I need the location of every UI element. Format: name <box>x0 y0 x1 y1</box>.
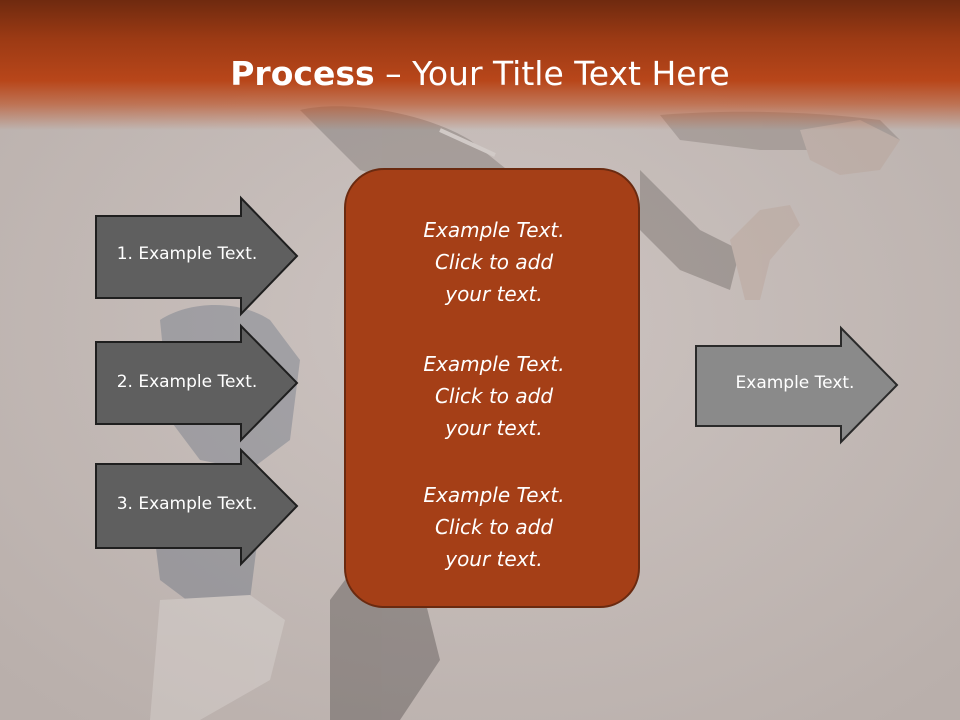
center-line: Click to add <box>434 384 554 408</box>
center-line: Click to add <box>434 515 554 539</box>
left-arrow-label: 3. Example Text. <box>116 494 258 514</box>
right-arrow-label: Example Text. <box>735 373 855 393</box>
left-arrow-1[interactable]: 1. Example Text. <box>95 195 299 317</box>
arrow-right-shape <box>95 447 299 567</box>
slide-title[interactable]: Process – Your Title Text Here <box>0 52 960 96</box>
center-line: your text. <box>445 416 543 440</box>
center-text-block-2: Example Text. Click to add your text. <box>346 348 642 444</box>
arrow-right-shape <box>695 325 899 445</box>
left-arrow-label: 2. Example Text. <box>116 372 258 392</box>
title-bar <box>0 0 960 130</box>
center-text-block-3: Example Text. Click to add your text. <box>346 479 642 575</box>
center-line: Example Text. <box>423 352 565 376</box>
arrow-right-shape <box>95 195 299 317</box>
center-text-block-1: Example Text. Click to add your text. <box>346 214 642 310</box>
center-line: your text. <box>445 547 543 571</box>
left-arrow-2[interactable]: 2. Example Text. <box>95 323 299 443</box>
right-arrow[interactable]: Example Text. <box>695 325 899 445</box>
center-line: Click to add <box>434 250 554 274</box>
center-line: Example Text. <box>423 218 565 242</box>
title-bold: Process <box>230 54 375 93</box>
arrow-right-shape <box>95 323 299 443</box>
title-rest: – Your Title Text Here <box>374 54 730 93</box>
left-arrow-label: 1. Example Text. <box>116 244 258 264</box>
center-line: your text. <box>445 282 543 306</box>
left-arrow-3[interactable]: 3. Example Text. <box>95 447 299 567</box>
center-line: Example Text. <box>423 483 565 507</box>
center-text-box[interactable]: Example Text. Click to add your text. Ex… <box>344 168 640 608</box>
